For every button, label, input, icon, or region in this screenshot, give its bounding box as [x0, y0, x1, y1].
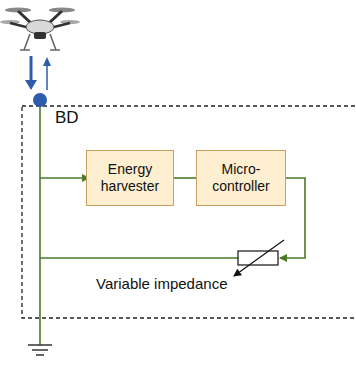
drone-icon	[0, 8, 80, 51]
device-boundary	[22, 106, 356, 318]
node-label: BD	[55, 108, 79, 128]
box-text: Micro- controller	[197, 161, 285, 195]
wire	[174, 177, 196, 179]
component-label: Variable impedance	[96, 275, 227, 292]
backscatter-node	[33, 93, 47, 107]
process-box: Energy harvester	[86, 150, 174, 206]
ground-symbol	[28, 345, 52, 355]
process-box: Micro- controller	[196, 150, 286, 206]
box-text: Energy harvester	[87, 161, 173, 195]
